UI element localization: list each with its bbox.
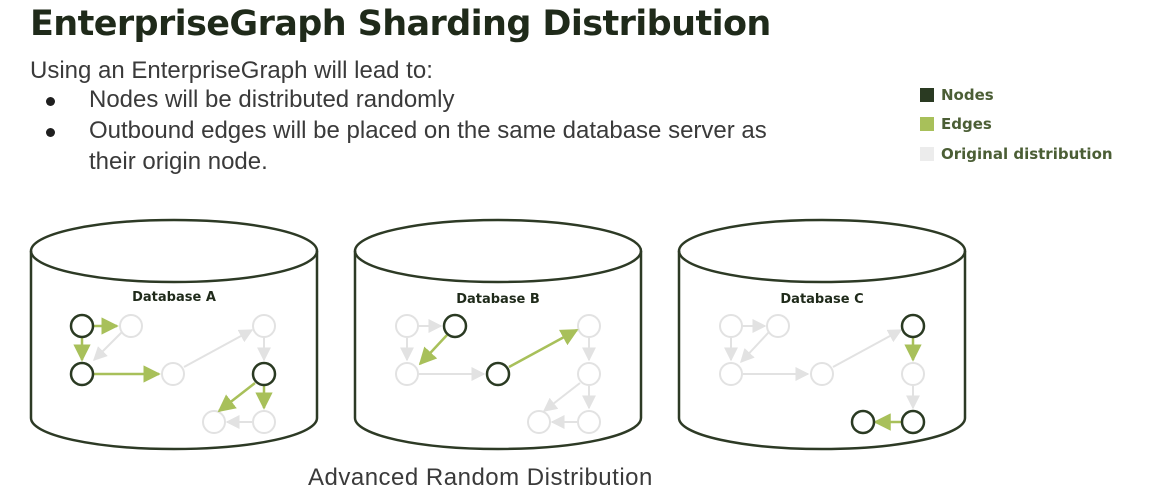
square-green-icon — [920, 117, 934, 132]
legend-item-original-distribution: Original distribution — [920, 139, 1113, 169]
cylinder-icon — [353, 218, 643, 451]
bullet-text: Outbound edges will be placed on the sam… — [89, 117, 767, 175]
bullet-item: Outbound edges will be placed on the sam… — [46, 115, 789, 177]
square-gray-icon — [920, 146, 934, 161]
nodes — [850, 313, 926, 435]
bullet-item: Nodes will be distributed randomly — [46, 84, 789, 115]
original-distribution-graph — [93, 314, 276, 434]
database-a: Database A — [29, 218, 319, 451]
bullet-icon — [46, 128, 55, 137]
edges — [73, 317, 273, 413]
edges — [418, 328, 579, 369]
nodes — [442, 313, 511, 387]
intro-text: Using an EnterpriseGraph will lead to: — [30, 57, 433, 84]
database-b: Database B — [353, 218, 643, 451]
legend-label: Original distribution — [941, 144, 1113, 163]
database-a-label: Database A — [132, 290, 216, 305]
page-title: EnterpriseGraph Sharding Distribution — [30, 4, 771, 44]
bullet-icon — [46, 97, 55, 106]
bullet-text: Nodes will be distributed randomly — [89, 86, 455, 113]
database-c: Database C — [677, 218, 967, 451]
cylinder-icon — [29, 218, 319, 451]
database-b-label: Database B — [456, 292, 540, 307]
original-distribution-graph — [719, 314, 925, 410]
legend-label: Nodes — [941, 85, 994, 104]
legend-item-nodes: Nodes — [920, 80, 1113, 110]
legend: Nodes Edges Original distribution — [920, 80, 1113, 169]
bullet-list: Nodes will be distributed randomly Outbo… — [46, 84, 789, 177]
diagram-caption: Advanced Random Distribution — [308, 464, 653, 491]
database-c-label: Database C — [780, 292, 863, 307]
square-dark-icon — [920, 87, 934, 102]
original-distribution-graph — [395, 314, 601, 434]
legend-item-edges: Edges — [920, 110, 1113, 140]
cylinder-icon — [677, 218, 967, 451]
nodes — [69, 313, 277, 387]
edges — [873, 338, 922, 431]
legend-label: Edges — [941, 115, 992, 134]
